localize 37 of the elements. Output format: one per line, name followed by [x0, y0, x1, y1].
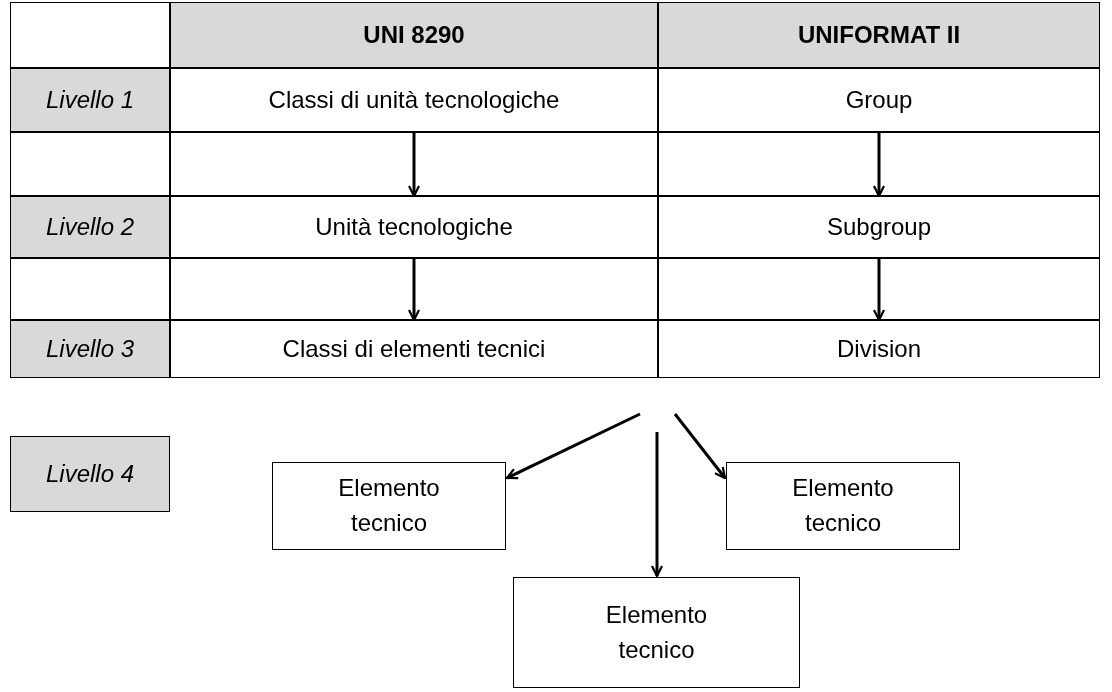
table-cell: [658, 320, 1100, 378]
arrow: [650, 432, 664, 578]
node-label: UNI 8290: [363, 21, 465, 49]
table-cell: [658, 68, 1100, 132]
level-cell: [10, 68, 170, 132]
level-cell: [10, 436, 170, 512]
column-header: [170, 2, 658, 68]
node-label: Livello 4: [45, 460, 135, 488]
element-box: [513, 577, 800, 688]
node-label: Livello 3: [45, 335, 135, 363]
node-label: Group: [845, 86, 913, 114]
level-cell: [10, 196, 170, 258]
level-cell: [10, 320, 170, 378]
table-cell: [658, 196, 1100, 258]
node-label: Division: [837, 335, 921, 363]
node-label: Elemento tecnico: [604, 599, 709, 665]
node-label: Elemento tecnico: [791, 473, 895, 538]
arrow: [673, 413, 727, 480]
node-label: UNIFORMAT II: [797, 21, 961, 49]
table-cell: [170, 196, 658, 258]
arrow: [407, 132, 421, 198]
node-label: Classi di unità tecnologiche: [268, 86, 560, 114]
arrow: [407, 258, 421, 322]
arrow: [872, 258, 886, 322]
table-cell: [170, 68, 658, 132]
element-box: [726, 462, 960, 550]
node-label: Livello 2: [45, 213, 135, 241]
node-label: Unità tecnologiche: [315, 213, 513, 241]
arrow: [872, 132, 886, 198]
node-label: Livello 1: [45, 86, 135, 114]
arrow: [505, 412, 641, 480]
node-label: Elemento tecnico: [337, 473, 441, 538]
node-label: Classi di elementi tecnici: [282, 335, 546, 363]
node-label: Subgroup: [826, 213, 932, 241]
element-box: [272, 462, 506, 550]
column-header: [658, 2, 1100, 68]
table-cell: [170, 320, 658, 378]
